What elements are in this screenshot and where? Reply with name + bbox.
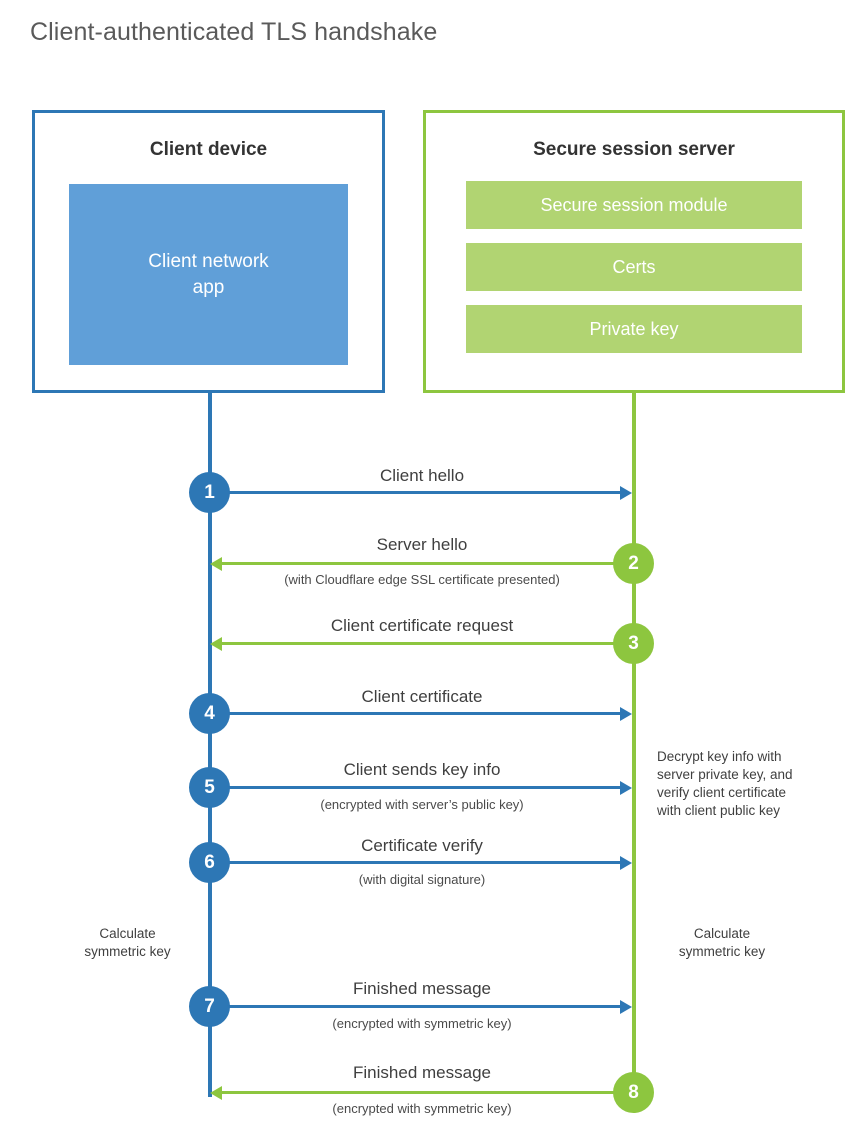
step-1-label: Client hello (379, 466, 465, 485)
client-network-app-label: Client network app (69, 249, 348, 301)
page-title: Client-authenticated TLS handshake (30, 18, 438, 46)
step-4-number-badge: 4 (189, 693, 230, 734)
step-6-number-badge: 6 (189, 842, 230, 883)
step-8-number-badge: 8 (613, 1072, 654, 1113)
server-lifeline (632, 393, 636, 1093)
step-1-arrow-line (210, 491, 620, 494)
step-5-label: Client sends key info (343, 760, 501, 779)
server-decrypt-note-line2: server private key, and (657, 767, 793, 782)
server-module-label: Certs (612, 256, 656, 277)
step-7-arrowhead-icon (620, 999, 632, 1014)
step-3-arrow-line (222, 642, 634, 645)
secure-session-server-title: Secure session server (533, 139, 735, 160)
step-4-arrowhead-icon (620, 706, 632, 721)
server-decrypt-note-line1: Decrypt key info with (657, 749, 782, 764)
step-6-label: Certificate verify (361, 836, 483, 855)
server-symmetric-key-note-line1: Calculate (693, 926, 751, 941)
step-3-number-badge: 3 (613, 623, 654, 664)
step-1-arrowhead-icon (620, 485, 632, 500)
client-symmetric-key-note: Calculate symmetric key (50, 925, 205, 961)
client-device-title: Client device (149, 139, 268, 160)
step-8-arrowhead-icon (210, 1085, 222, 1100)
step-5-number-badge: 5 (189, 767, 230, 808)
step-4-arrow-line (210, 712, 620, 715)
server-decrypt-note-line4: with client public key (657, 803, 781, 818)
step-2-arrowhead-icon (210, 556, 222, 571)
step-3-arrowhead-icon (210, 636, 222, 651)
server-module-secure-session-module: Secure session module (466, 181, 802, 229)
client-symmetric-key-note-line2: symmetric key (84, 944, 171, 959)
client-device-box: Client device Client network app (32, 110, 385, 393)
step-8-sublabel: (encrypted with symmetric key) (332, 1101, 512, 1116)
step-7-label: Finished message (353, 979, 491, 998)
secure-session-server-box: Secure session server Secure session mod… (423, 110, 845, 393)
step-8-label: Finished message (353, 1063, 491, 1082)
step-7-arrow-line (210, 1005, 620, 1008)
step-2-arrow-line (222, 562, 634, 565)
server-symmetric-key-note: Calculate symmetric key (657, 925, 787, 961)
step-2-sublabel: (with Cloudflare edge SSL certificate pr… (284, 572, 560, 587)
step-2-label: Server hello (376, 535, 468, 554)
step-6-arrowhead-icon (620, 855, 632, 870)
step-6-sublabel: (with digital signature) (358, 872, 486, 887)
step-7-number-badge: 7 (189, 986, 230, 1027)
client-app-label-line1: Client network (148, 250, 269, 272)
step-4-label: Client certificate (361, 687, 483, 706)
client-symmetric-key-note-line1: Calculate (99, 926, 156, 941)
client-network-app-block: Client network app (69, 184, 348, 365)
step-5-arrow-line (210, 786, 620, 789)
client-lifeline (208, 393, 212, 1097)
step-8-arrow-line (222, 1091, 634, 1094)
step-5-arrowhead-icon (620, 780, 632, 795)
step-1-number-badge: 1 (189, 472, 230, 513)
server-module-label: Secure session module (540, 194, 728, 215)
server-decrypt-note-line3: verify client certificate (657, 785, 787, 800)
server-decrypt-note: Decrypt key info with server private key… (657, 748, 837, 820)
client-app-label-line2: app (192, 276, 225, 298)
server-module-private-key: Private key (466, 305, 802, 353)
server-symmetric-key-note-line2: symmetric key (678, 944, 766, 959)
step-3-label: Client certificate request (330, 616, 514, 635)
step-6-arrow-line (210, 861, 620, 864)
step-5-sublabel: (encrypted with server’s public key) (320, 797, 524, 812)
server-module-certs: Certs (466, 243, 802, 291)
step-7-sublabel: (encrypted with symmetric key) (332, 1016, 512, 1031)
step-2-number-badge: 2 (613, 543, 654, 584)
server-module-label: Private key (589, 318, 679, 339)
